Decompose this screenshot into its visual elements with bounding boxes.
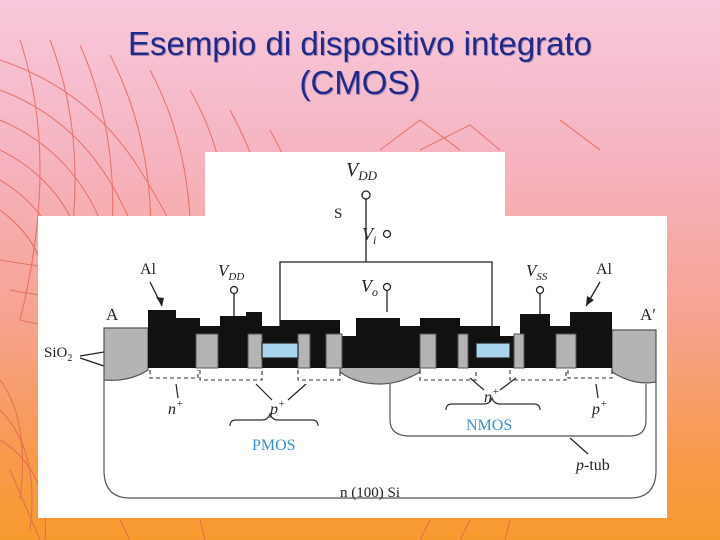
vi-label: Vi [362, 224, 376, 247]
p-tub-arrow [569, 437, 589, 455]
p-plus-label-right: p+ [591, 398, 607, 418]
sio2-label: SiO2 [44, 345, 72, 364]
p-plus-left-arrow-1 [255, 383, 273, 401]
section-label-a: A [106, 305, 119, 324]
p-tub-label: p-tub [575, 457, 610, 474]
n-plus-right-arrow-2 [499, 377, 517, 391]
substrate-label: n (100) Si [340, 485, 400, 501]
s-partial-label: S [334, 206, 342, 222]
slide-title: Esempio di dispositivo integrato (CMOS) [0, 24, 720, 102]
al-left-arrowhead [156, 297, 164, 306]
n-plus-label-right: n+ [484, 386, 499, 406]
al-left-label: Al [140, 261, 157, 278]
al-right-label: Al [596, 261, 613, 278]
vss-terminal [535, 285, 545, 316]
slide-title-line-2: (CMOS) [299, 64, 421, 101]
pmos-brace [229, 412, 319, 427]
section-label-a-prime: A′ [640, 305, 656, 324]
vss-label: VSS [526, 261, 548, 283]
p-tub-outline [389, 384, 647, 437]
sio2-arrow-2 [79, 357, 105, 367]
n-plus-left-arrow [175, 383, 179, 399]
vdd-top-label: VDD [346, 159, 378, 183]
nmos-brace [445, 396, 541, 411]
vo-label: Vo [361, 276, 378, 299]
vo-terminal [382, 282, 392, 312]
p-plus-label-left: p+ [269, 398, 285, 418]
contact-openings [195, 333, 577, 369]
vdd-left-terminal [229, 285, 239, 316]
upper-figure-panel [205, 152, 505, 216]
diffusion-junctions [149, 370, 613, 381]
vdd-top-terminal [361, 190, 371, 214]
n-plus-right-arrow-1 [469, 377, 485, 391]
nmos-label: NMOS [466, 417, 512, 434]
vdd-left-label: VDD [218, 261, 244, 283]
pmos-label: PMOS [252, 437, 296, 454]
nmos-gate [475, 342, 511, 359]
p-plus-left-arrow-2 [287, 383, 307, 401]
sio2-arrow [79, 351, 105, 357]
pmos-gate [261, 342, 299, 359]
gate-interconnect-wire [279, 261, 493, 335]
slide-title-line-1: Esempio di dispositivo integrato [127, 25, 593, 62]
substrate-outline [103, 380, 657, 499]
vi-terminal [365, 214, 392, 250]
p-plus-right-arrow [595, 383, 599, 399]
al-right-arrowhead [586, 296, 594, 306]
n-plus-label-left: n+ [168, 398, 183, 418]
